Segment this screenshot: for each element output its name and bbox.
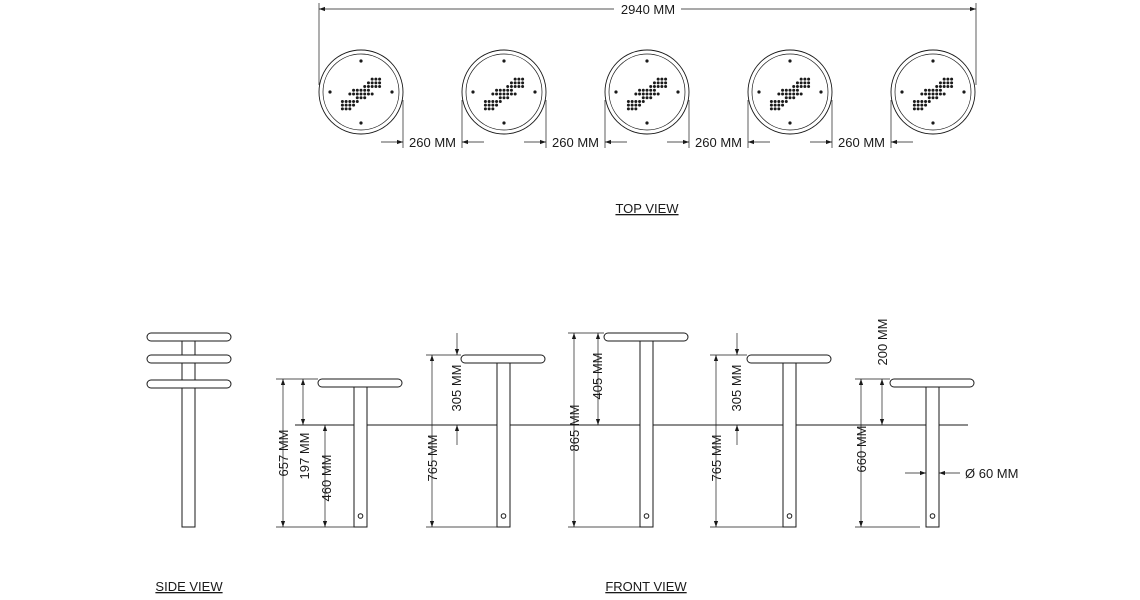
spacing-dimension-4: 260 MM [810, 100, 913, 150]
side-post [181, 339, 196, 528]
dim-step-3-total: 865 MM [567, 405, 582, 452]
dim-step-4-total: 765 MM [709, 435, 724, 482]
spacing-dimension-group: 260 MM 260 MM 260 MM 260 MM [381, 100, 913, 150]
step-1-post [353, 384, 368, 528]
seat-top-5 [890, 49, 976, 135]
spacing-dimension-1: 260 MM [381, 100, 484, 150]
bone-icon [483, 77, 525, 111]
seat-top-1 [318, 49, 404, 135]
step-4-seat [746, 354, 832, 364]
side-seat-middle [146, 354, 232, 364]
seat-top-4 [747, 49, 833, 135]
dim-step-2-total: 765 MM [425, 435, 440, 482]
dim-step-3-top: 405 MM [590, 353, 605, 400]
seat-top-2 [461, 49, 547, 135]
side-seat-bottom [146, 379, 232, 389]
spacing-dimension-3: 260 MM [667, 100, 770, 150]
bone-icon [769, 77, 811, 111]
dim-side-total: 657 MM [276, 430, 291, 477]
step-3-post [639, 338, 654, 528]
step-5-seat [889, 378, 975, 388]
overall-width-dimension: 2940 MM [621, 2, 675, 17]
spacing-dimension-2: 260 MM [524, 100, 627, 150]
side-seat-top [146, 332, 232, 342]
dim-step-5-total: 660 MM [854, 426, 869, 473]
spacing-label: 260 MM [838, 135, 885, 150]
dim-post-diameter: Ø 60 MM [965, 466, 1018, 481]
front-view: 657 MM 197 MM 460 MM 765 MM 305 MM 865 M… [276, 319, 1018, 594]
top-view-label: TOP VIEW [615, 201, 679, 216]
front-view-label: FRONT VIEW [605, 579, 687, 594]
dim-step-4-top: 305 MM [729, 365, 744, 412]
spacing-label: 260 MM [409, 135, 456, 150]
bone-icon [340, 77, 382, 111]
dim-step-2-top: 305 MM [449, 365, 464, 412]
step-1-seat [317, 378, 403, 388]
step-4-post [782, 360, 797, 528]
step-2-post [496, 360, 511, 528]
seat-top-3 [604, 49, 690, 135]
step-5-post [925, 384, 940, 528]
seat-top-group [318, 49, 976, 135]
side-view: SIDE VIEW [146, 332, 232, 594]
dim-side-top-offset: 197 MM [297, 433, 312, 480]
step-3-seat [603, 332, 689, 342]
bone-icon [912, 77, 954, 111]
spacing-label: 260 MM [695, 135, 742, 150]
dim-step-5-top: 200 MM [875, 319, 890, 366]
top-view: 2940 MM 260 MM 260 MM 260 MM 260 MM TOP VIE… [318, 2, 977, 216]
spacing-label: 260 MM [552, 135, 599, 150]
step-2-seat [460, 354, 546, 364]
side-view-label: SIDE VIEW [155, 579, 223, 594]
dim-side-base: 460 MM [319, 455, 334, 502]
bone-icon [626, 77, 668, 111]
